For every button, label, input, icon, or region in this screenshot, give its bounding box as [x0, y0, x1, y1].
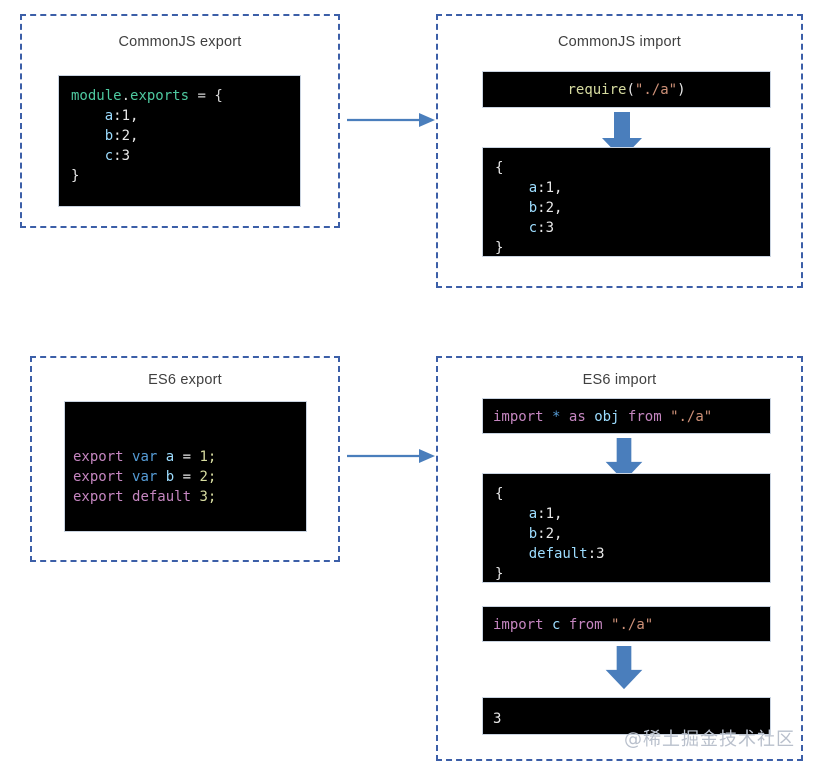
token-result-key-a: a: [528, 180, 538, 196]
token-exports: exports: [130, 88, 190, 104]
token-val-b: :2,: [113, 128, 139, 144]
code-es6-import-result-text: { a:1, b:2, default:3 }: [483, 474, 770, 582]
arrow-import-default-to-result: [605, 646, 643, 690]
watermark-text: @稀土掘金技术社区: [624, 729, 795, 750]
token-key-c: c: [104, 148, 114, 164]
token-num-a: 1;: [199, 449, 217, 465]
panel-title-es6-import: ES6 import: [582, 372, 657, 388]
token-star: *: [552, 409, 561, 425]
token-key-a: a: [104, 108, 114, 124]
token-var-1: var: [132, 449, 158, 465]
code-es6-import-default: import c from "./a": [482, 606, 771, 642]
panel-title-commonjs-export: CommonJS export: [118, 34, 242, 50]
panel-commonjs-import: CommonJS import require("./a") { a:1, b:…: [436, 14, 803, 288]
token-result-key-c: c: [528, 220, 538, 236]
token-export-3: export: [73, 489, 124, 505]
token-import-star-kw: import: [493, 409, 544, 425]
code-es6-import-star-text: import * as obj from "./a": [483, 399, 770, 427]
token-dot: .: [121, 88, 131, 104]
token-val-c: :3: [113, 148, 131, 164]
token-module: module: [71, 88, 122, 104]
token-import-star-path: "./a": [670, 409, 713, 425]
token-assign-open: = {: [189, 88, 223, 104]
panel-es6-import: ES6 import import * as obj from "./a" { …: [436, 356, 803, 761]
token-import-default-name: c: [552, 617, 561, 633]
token-require-fn: require: [567, 81, 627, 98]
code-es6-export-text: export var a = 1; export var b = 2; expo…: [65, 402, 306, 507]
panel-es6-export: ES6 export export var a = 1; export var …: [30, 356, 340, 562]
code-commonjs-export-text: module.exports = { a:1, b:2, c:3 }: [59, 76, 300, 186]
token-default-keyword: default: [132, 489, 192, 505]
token-from-kw-1: from: [627, 409, 662, 425]
code-es6-import-star: import * as obj from "./a": [482, 398, 771, 434]
code-commonjs-import-result: { a:1, b:2, c:3 }: [482, 147, 771, 257]
arrow-commonjs-export-to-import: [347, 113, 435, 127]
token-eq-a: =: [174, 449, 200, 465]
code-es6-export: export var a = 1; export var b = 2; expo…: [64, 401, 307, 532]
token-es6-result-val-default: :3: [587, 546, 605, 562]
token-es6-result-key-b: b: [528, 526, 538, 542]
token-obj-name: obj: [594, 409, 620, 425]
token-num-default: 3;: [199, 489, 217, 505]
panel-title-commonjs-import: CommonJS import: [557, 34, 682, 50]
token-result-close-brace: }: [495, 240, 504, 256]
token-default-result-value: 3: [493, 711, 502, 727]
token-require-open-paren: (: [626, 81, 635, 98]
token-es6-result-open-brace: {: [495, 486, 504, 502]
code-es6-import-default-text: import c from "./a": [483, 607, 770, 635]
token-export-1: export: [73, 449, 124, 465]
token-result-open-brace: {: [495, 160, 504, 176]
arrow-es6-export-to-import: [347, 449, 435, 463]
token-result-val-b: :2,: [537, 200, 563, 216]
token-es6-result-val-b: :2,: [537, 526, 563, 542]
token-require-path: "./a": [634, 81, 678, 98]
code-es6-default-result: 3: [482, 697, 771, 735]
token-import-default-kw: import: [493, 617, 544, 633]
token-key-b: b: [104, 128, 114, 144]
token-es6-result-key-a: a: [528, 506, 538, 522]
token-close-brace: }: [71, 168, 80, 184]
code-es6-import-result: { a:1, b:2, default:3 }: [482, 473, 771, 583]
token-as-kw: as: [568, 409, 586, 425]
token-require-close-paren: ): [677, 81, 686, 98]
token-val-a: :1,: [113, 108, 139, 124]
arrow-import-star-to-result: [605, 438, 643, 482]
token-import-default-path: "./a": [611, 617, 654, 633]
token-eq-b: =: [174, 469, 200, 485]
token-es6-result-key-default: default: [528, 546, 588, 562]
token-name-a: a: [165, 449, 175, 465]
code-require-call-text: require("./a"): [567, 80, 685, 100]
token-es6-result-val-a: :1,: [537, 506, 563, 522]
code-commonjs-export: module.exports = { a:1, b:2, c:3 }: [58, 75, 301, 207]
token-es6-result-close-brace: }: [495, 566, 504, 582]
token-result-val-a: :1,: [537, 180, 563, 196]
token-result-val-c: :3: [537, 220, 555, 236]
code-es6-default-result-text: 3: [483, 698, 770, 729]
code-commonjs-import-result-text: { a:1, b:2, c:3 }: [483, 148, 770, 256]
panel-commonjs-export: CommonJS export module.exports = { a:1, …: [20, 14, 340, 228]
token-from-kw-2: from: [568, 617, 603, 633]
token-name-b: b: [165, 469, 175, 485]
token-result-key-b: b: [528, 200, 538, 216]
code-require-call: require("./a"): [482, 71, 771, 108]
panel-title-es6-export: ES6 export: [148, 372, 222, 388]
token-var-2: var: [132, 469, 158, 485]
token-export-2: export: [73, 469, 124, 485]
token-num-b: 2;: [199, 469, 217, 485]
